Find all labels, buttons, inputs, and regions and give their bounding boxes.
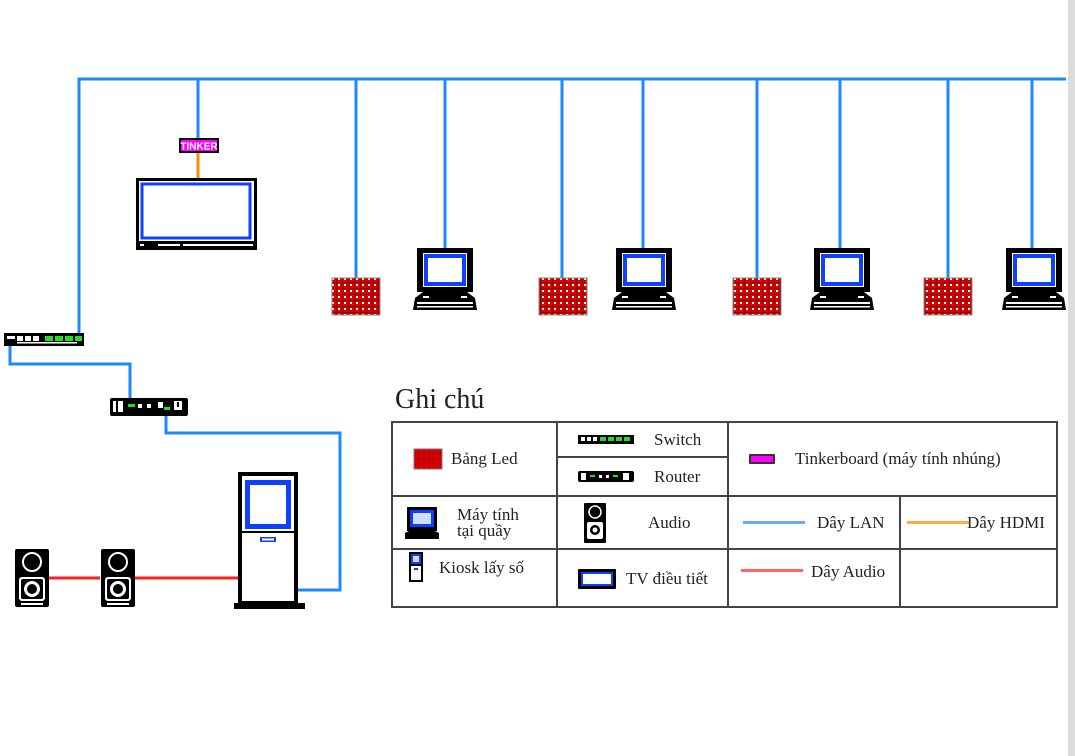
legend-item-tinkerboard: Tinkerboard (máy tính nhúng) bbox=[729, 423, 1058, 495]
legend-item-audio: Audio bbox=[558, 497, 727, 548]
legend-table: Bảng Led Switch Router Tinkerboard (máy … bbox=[391, 421, 1058, 608]
legend-label-hdmi: Dây HDMI bbox=[967, 512, 1045, 532]
led-board-icon bbox=[413, 448, 443, 470]
lan-switch-to-router bbox=[8, 343, 132, 404]
legend-label-router: Router bbox=[654, 466, 701, 486]
tv-display bbox=[136, 178, 257, 250]
legend-divider bbox=[727, 423, 729, 608]
network-switch bbox=[4, 333, 84, 346]
legend-item-audio-cable: Dây Audio bbox=[729, 550, 899, 608]
audio-speaker-icon bbox=[584, 502, 606, 543]
legend-label-audio: Audio bbox=[648, 512, 691, 532]
router-icon bbox=[578, 471, 634, 482]
kiosk bbox=[234, 472, 305, 609]
switch-icon bbox=[578, 435, 634, 444]
legend-label-tinkerboard: Tinkerboard (máy tính nhúng) bbox=[795, 449, 1001, 468]
legend-item-kiosk: Kiosk lấy số bbox=[393, 550, 556, 608]
led-board-3 bbox=[732, 277, 782, 316]
counter-computer-2 bbox=[610, 246, 678, 312]
legend-label-switch: Switch bbox=[654, 429, 702, 449]
legend-title: Ghi chú bbox=[395, 384, 485, 415]
counter-computer-3 bbox=[808, 246, 876, 312]
tinkerboard-icon bbox=[749, 454, 775, 464]
legend-item-led: Bảng Led bbox=[393, 423, 556, 495]
legend-divider bbox=[556, 423, 558, 608]
legend-item-lan-cable: Dây LAN bbox=[729, 497, 899, 548]
lan-backbone bbox=[77, 77, 1066, 338]
legend-divider bbox=[556, 456, 727, 458]
network-router bbox=[110, 398, 188, 416]
audio-speaker-2 bbox=[100, 548, 136, 608]
led-board-1 bbox=[331, 277, 381, 316]
tv-icon bbox=[578, 569, 616, 589]
legend-item-hdmi-cable: Dây HDMI bbox=[901, 497, 1058, 548]
led-board-2 bbox=[538, 277, 588, 316]
led-board-4 bbox=[923, 277, 973, 316]
legend-label-audio-cable: Dây Audio bbox=[811, 562, 886, 581]
legend-divider bbox=[393, 548, 1058, 550]
legend-item-router: Router bbox=[558, 458, 727, 495]
tinkerboard: TINKER bbox=[179, 138, 219, 153]
counter-computer-1 bbox=[411, 246, 479, 312]
tinkerboard-label: TINKER bbox=[180, 142, 218, 153]
audio-cable-swatch bbox=[741, 569, 803, 572]
lan-router-to-kiosk bbox=[164, 412, 342, 592]
legend-item-switch: Switch bbox=[558, 423, 727, 456]
lan-cables bbox=[8, 77, 1066, 592]
legend-label-tv: TV điều tiết bbox=[626, 569, 708, 588]
legend-divider bbox=[899, 495, 901, 608]
legend-item-tv: TV điều tiết bbox=[558, 550, 727, 608]
legend-label-kiosk: Kiosk lấy số bbox=[439, 558, 524, 577]
vertical-scrollbar[interactable] bbox=[1068, 0, 1075, 756]
legend-label-lan: Dây LAN bbox=[817, 512, 885, 532]
legend-label-led: Bảng Led bbox=[451, 449, 518, 468]
legend-divider bbox=[393, 495, 1058, 497]
counter-computer-4 bbox=[1000, 246, 1068, 312]
computer-icon bbox=[405, 506, 439, 539]
lan-cable-swatch bbox=[743, 520, 805, 524]
legend-label-computer-line2: tại quầy bbox=[457, 520, 512, 540]
hdmi-cable-swatch bbox=[907, 520, 969, 524]
kiosk-icon bbox=[409, 552, 423, 582]
audio-speaker-1 bbox=[14, 548, 50, 608]
legend-label-computer-line1: Máy tính bbox=[457, 504, 519, 524]
